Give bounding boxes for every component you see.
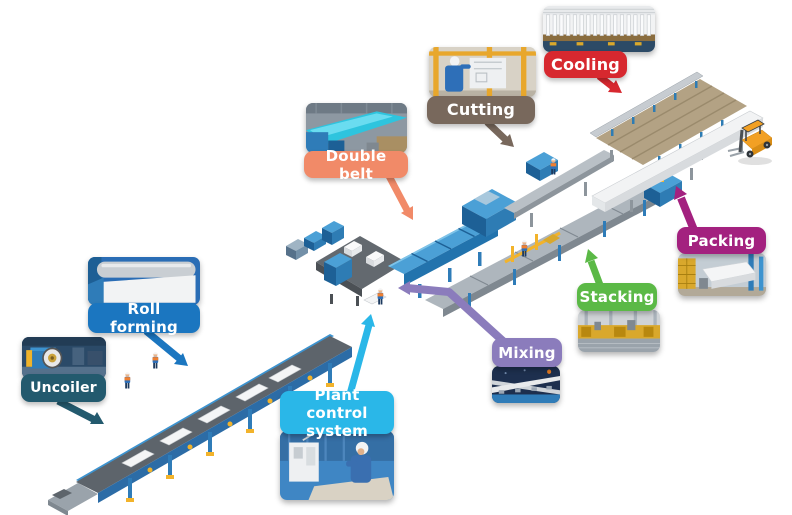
roll-forming-conveyor [76,334,352,503]
cutting-saw [462,189,516,237]
uncoiler-outfeed [48,483,98,515]
double-belt-photo [306,103,407,153]
uncoiler-photo [22,337,106,379]
cutting-photo [429,47,536,97]
uncoiler-label: Uncoiler [21,374,106,402]
forklift [727,119,773,165]
double-belt-label: Double belt [304,147,408,183]
cooling-photo [543,6,655,52]
feeder-units [286,221,344,260]
stacking-photo-illustration [578,310,660,352]
double-belt-photo-illustration [306,103,407,153]
mixing-photo [492,366,560,403]
cutting-photo-illustration [429,47,536,97]
cooling-label: Cooling [544,51,627,78]
mixing-label: Mixing [492,338,562,367]
cutting-arrow [484,119,514,147]
plant-control-system-label: Plant control system [280,386,394,440]
cooling-arrow [596,73,622,93]
double-belt-arrow [385,174,413,220]
plant-control-arrow [346,314,375,395]
stacking-arrow [585,249,604,287]
cooling-photo-illustration [543,6,655,52]
uncoiler-photo-illustration [22,337,106,379]
stacking-label: Stacking [577,283,657,311]
uncoiler-arrow [56,397,104,424]
plant-control-system-photo-illustration [280,431,394,500]
mixing-platform [316,236,406,306]
packed-panel-stack [591,110,764,212]
stacking-frame [504,231,561,264]
mixing-photo-illustration [492,366,560,403]
packing-arrow [674,186,698,232]
stacking-photo [578,310,660,352]
cutting-label: Cutting [427,96,535,124]
roll-forming-photo [88,257,200,305]
stacking-conveyor [425,181,668,317]
mixing-arrow [398,281,507,345]
packing-photo-illustration [678,253,766,296]
plant-control-system-photo [280,431,394,500]
roll-forming-label: Roll forming [88,300,200,336]
roll-forming-arrow [143,328,188,366]
packing-label: Packing [677,227,766,254]
roll-forming-photo-illustration [88,257,200,305]
packing-photo [678,253,766,296]
